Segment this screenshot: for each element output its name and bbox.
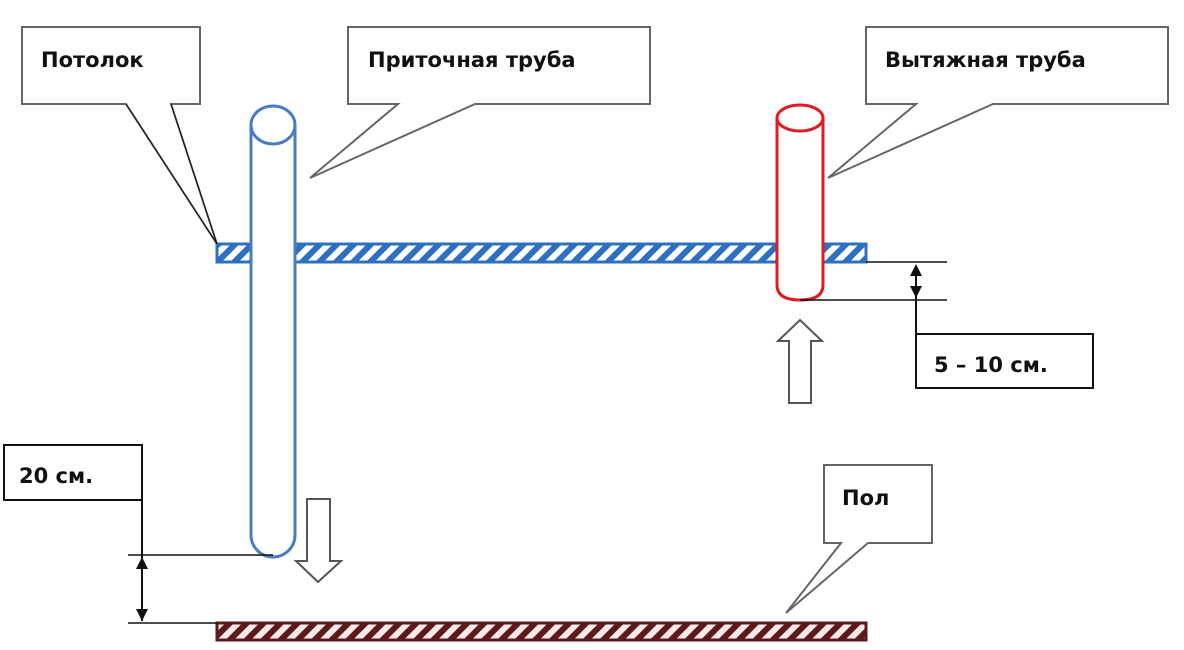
exhaust-pipe-label: Вытяжная труба: [885, 48, 1086, 72]
floor-callout: Пол: [785, 464, 933, 614]
ceiling-slab: [215, 242, 868, 264]
supply-flow-arrow-down-icon: [293, 498, 344, 584]
floor-slab: [215, 621, 868, 642]
supply-pipe-callout: Приточная труба: [309, 26, 651, 179]
exhaust-gap-dimension: 5 – 10 см.: [800, 261, 1094, 389]
floor-label: Пол: [842, 486, 889, 510]
ceiling-label: Потолок: [41, 48, 144, 72]
exhaust-pipe-callout: Вытяжная труба: [827, 26, 1169, 179]
exhaust-flow-arrow-up-icon: [775, 318, 825, 404]
exhaust-gap-label: 5 – 10 см.: [934, 353, 1048, 377]
supply-gap-label: 20 см.: [19, 464, 93, 488]
supply-pipe: [249, 104, 297, 559]
ceiling-callout: Потолок: [21, 26, 218, 245]
supply-gap-dimension: 20 см.: [3, 444, 273, 624]
exhaust-pipe: [775, 103, 825, 302]
supply-pipe-label: Приточная труба: [368, 48, 576, 72]
